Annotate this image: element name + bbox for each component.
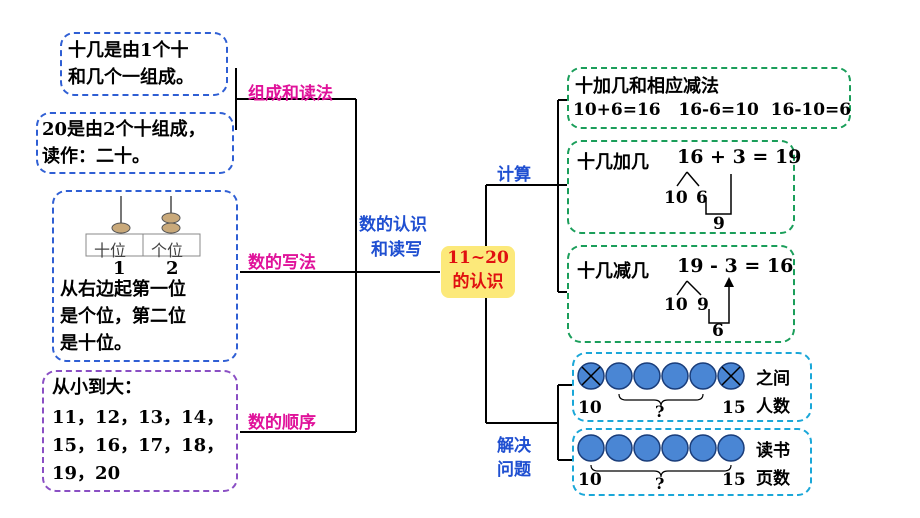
abacus-icon xyxy=(85,196,201,257)
circles-between xyxy=(577,362,745,407)
calc-box-3-equation: 19 - 3 = 16 xyxy=(677,255,794,277)
circles-pages xyxy=(577,434,745,478)
problem-1-label-2: 人数 xyxy=(756,397,790,417)
calc-box-3-title: 十几减几 xyxy=(577,261,649,282)
calc-box-3: 十几减几 19 - 3 = 16 10 9 6 xyxy=(567,245,795,343)
abacus-col-tens: 十位 xyxy=(94,241,127,260)
abacus-num-ones: 2 xyxy=(166,258,179,279)
branch-label-order: 数的顺序 xyxy=(248,413,316,433)
abacus-col-ones: 个位 xyxy=(151,241,184,260)
calc-box-2-equation: 16 + 3 = 19 xyxy=(677,146,802,168)
branch-label-writing: 数的写法 xyxy=(248,253,316,273)
center-topic-line1: 11~20 xyxy=(447,248,509,268)
writing-text-2: 是个位，第二位 xyxy=(60,306,186,327)
problem-2-end: 15 xyxy=(722,470,746,490)
calc-box-1-title: 十加几和相应减法 xyxy=(575,76,719,97)
decompose-lines-add xyxy=(676,171,732,215)
problem-2-label-2: 页数 xyxy=(756,469,790,489)
problem-2-start: 10 xyxy=(578,470,602,490)
composition-box-2: 20是由2个十组成， 读作：二十。 xyxy=(36,112,234,174)
composition-text-2b: 读作：二十。 xyxy=(42,146,150,167)
order-text-2: 11，12，13，14， xyxy=(52,407,225,428)
order-text-3: 15，16，17，18， xyxy=(52,435,225,456)
center-topic: 11~20 的认识 xyxy=(441,246,515,298)
calc-box-2-title: 十几加几 xyxy=(577,152,649,173)
problem-1-end: 15 xyxy=(722,398,746,418)
writing-box: 十位 个位 1 2 从右边起第一位 是个位，第二位 是十位。 xyxy=(52,190,238,362)
decompose-lines-sub xyxy=(676,277,734,324)
branch-label-solve-1: 解决 xyxy=(497,436,531,456)
center-label-line2: 和读写 xyxy=(371,240,422,260)
calc-box-3-n1: 10 xyxy=(664,295,688,315)
calc-box-3-n2: 9 xyxy=(697,295,709,315)
composition-text-1b: 和几个一组成。 xyxy=(68,67,194,88)
problem-1-label-1: 之间 xyxy=(756,369,790,389)
problem-box-1: 10 ? 15 之间 人数 xyxy=(572,352,812,422)
calc-box-2-n1: 10 xyxy=(664,188,688,208)
composition-text-2a: 20是由2个十组成， xyxy=(42,119,206,140)
calc-box-2-n2: 6 xyxy=(696,188,708,208)
calc-box-1-equation: 10+6=16 16-6=10 16-10=6 xyxy=(573,100,852,120)
calc-box-3-n3: 6 xyxy=(712,321,724,341)
problem-box-2: 10 ? 15 读书 页数 xyxy=(572,428,812,496)
abacus-num-tens: 1 xyxy=(113,258,126,279)
calc-box-2-n3: 9 xyxy=(713,214,725,234)
composition-text-1a: 十几是由1个十 xyxy=(68,40,189,61)
branch-label-calc: 计算 xyxy=(497,165,531,185)
problem-2-label-1: 读书 xyxy=(756,441,790,461)
calc-box-2: 十几加几 16 + 3 = 19 10 6 9 xyxy=(567,140,801,234)
writing-text-1: 从右边起第一位 xyxy=(60,279,186,300)
calc-box-1: 十加几和相应减法 10+6=16 16-6=10 16-10=6 xyxy=(567,67,851,129)
writing-text-3: 是十位。 xyxy=(60,333,132,354)
center-label-line1: 数的认识 xyxy=(359,215,427,235)
center-topic-line2: 的认识 xyxy=(452,272,504,292)
order-text-1: 从小到大： xyxy=(52,377,142,398)
order-text-4: 19，20 xyxy=(52,463,121,484)
problem-1-question: ? xyxy=(655,402,665,421)
problem-1-start: 10 xyxy=(578,398,602,418)
composition-box-1: 十几是由1个十 和几个一组成。 xyxy=(60,32,228,96)
branch-label-composition: 组成和读法 xyxy=(248,84,333,104)
problem-2-question: ? xyxy=(655,474,665,493)
order-box: 从小到大： 11，12，13，14， 15，16，17，18， 19，20 xyxy=(42,370,238,492)
branch-label-solve-2: 问题 xyxy=(497,460,531,480)
